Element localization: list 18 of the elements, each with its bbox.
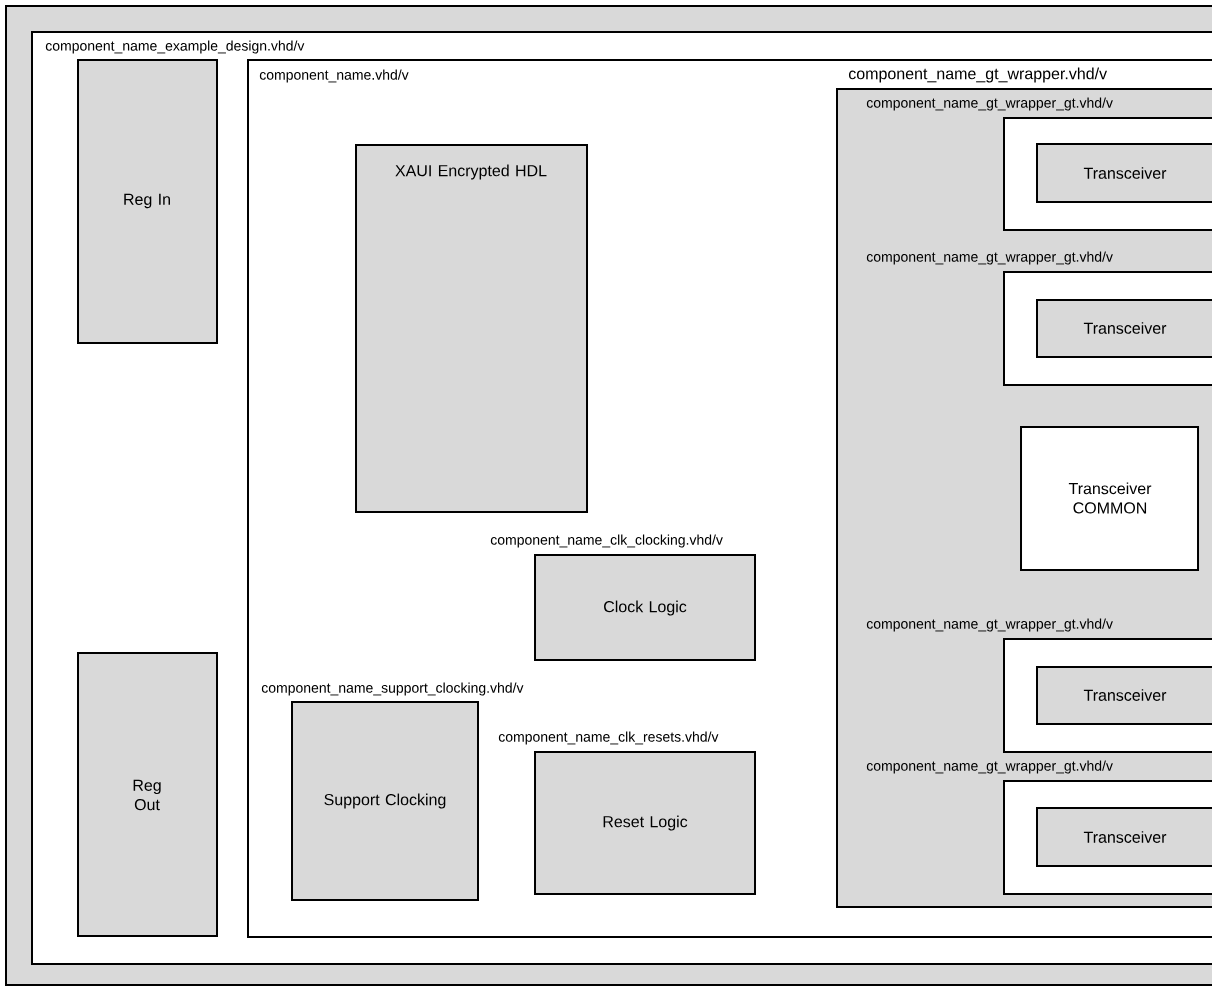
register-block: Reg Out (77, 652, 218, 937)
node-label: component_name_gt_wrapper_gt.vhd/v (866, 97, 1113, 111)
node-label: component_name_gt_wrapper_gt.vhd/v (866, 618, 1113, 632)
node-label: component_name_clk_clocking.vhd/v (490, 534, 723, 548)
transceiver-block: Transceiver (1036, 143, 1212, 203)
logic-block: component_name_clk_resets.vhd/v Reset Logic (498, 731, 756, 895)
transceiver-block: Transceiver (1036, 666, 1212, 725)
node-label: component_name_gt_wrapper_gt.vhd/v (866, 251, 1113, 265)
node-label: component_name_gt_wrapper_gt.vhd/v (866, 760, 1113, 774)
node-label: component_name_clk_resets.vhd/v (498, 731, 719, 745)
transceiver-block: Transceiver (1036, 807, 1212, 867)
node-label: component_name_gt_wrapper.vhd/v (848, 67, 1108, 83)
logic-block: XAUI Encrypted HDL (355, 144, 588, 513)
logic-block: component_name_clk_clocking.vhd/v Clock Logic (490, 534, 756, 661)
register-block: Reg In (77, 59, 218, 344)
transceiver-block: Transceiver COMMON (1020, 426, 1199, 571)
transceiver-block: Transceiver (1036, 299, 1212, 358)
node-label: component_name_support_clocking.vhd/v (261, 682, 524, 696)
